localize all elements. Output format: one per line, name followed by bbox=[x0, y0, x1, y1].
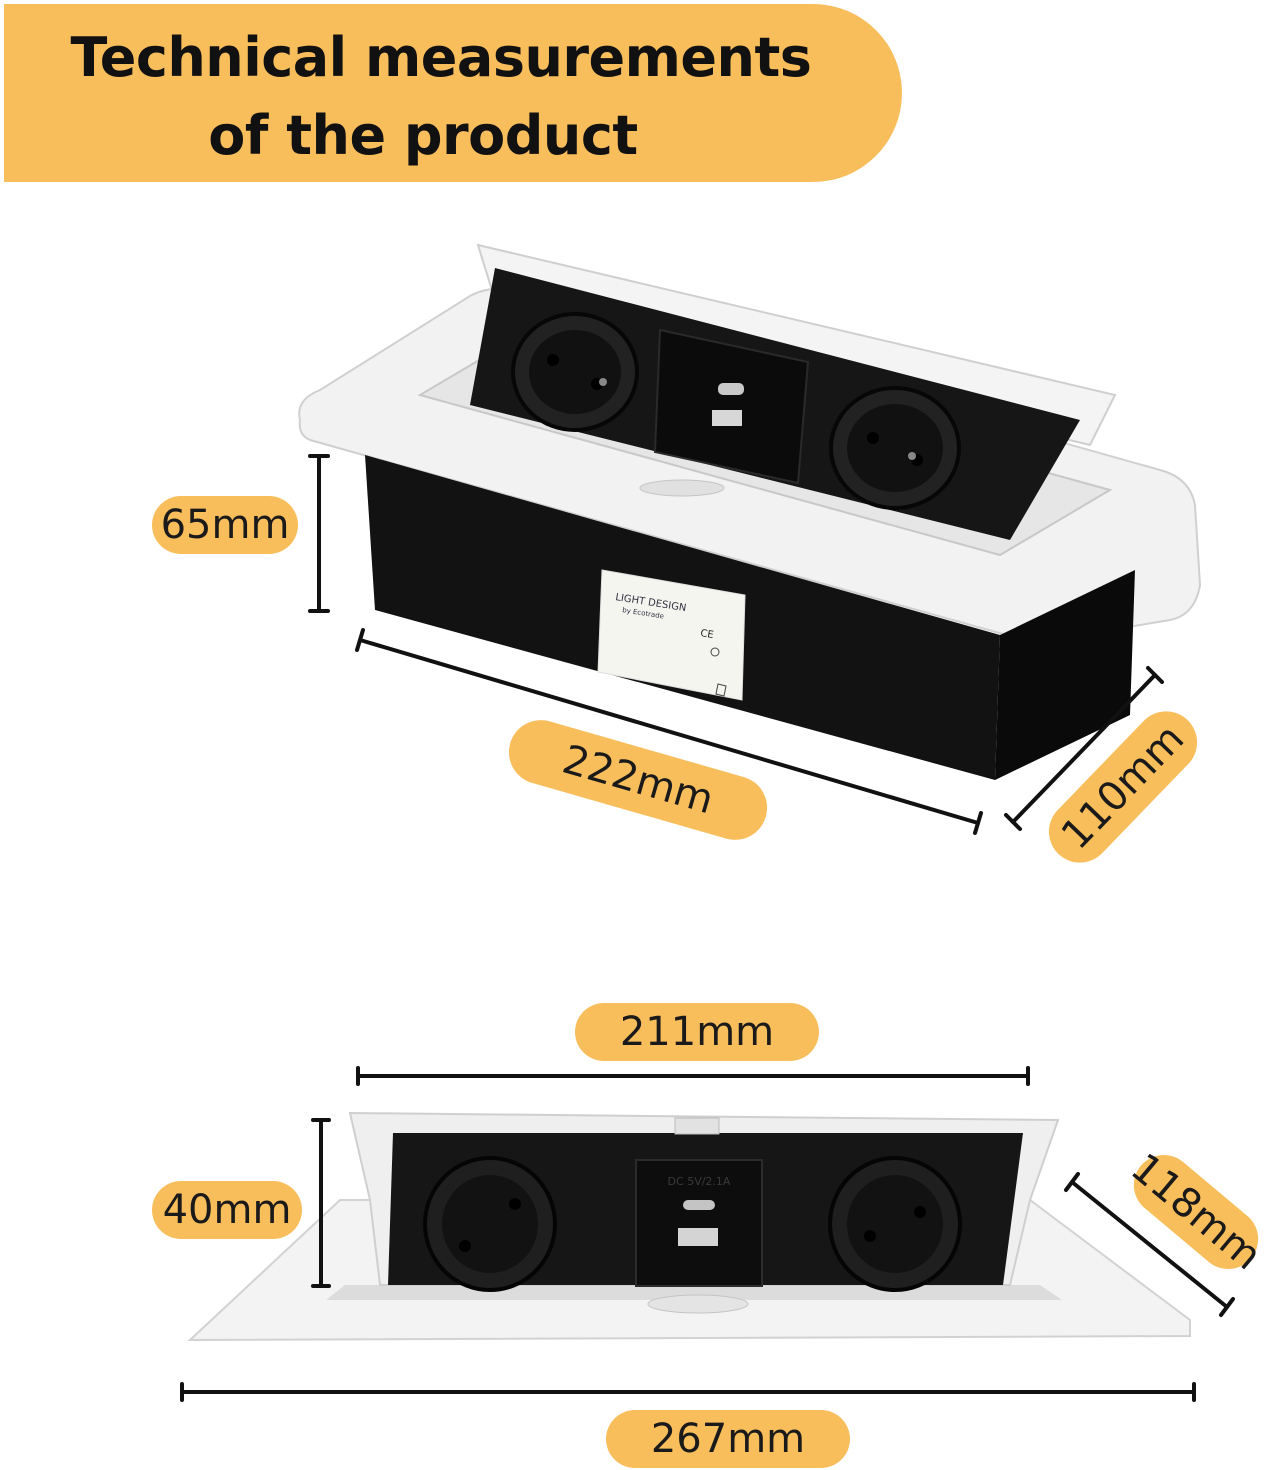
rohs-icon bbox=[710, 647, 720, 657]
ce-mark-icon: CE bbox=[700, 628, 715, 641]
weee-bin-icon bbox=[715, 683, 727, 697]
title-line-2: of the product bbox=[208, 104, 638, 167]
title-line-1: Technical measurements bbox=[70, 26, 812, 89]
dimension-lines-top bbox=[308, 454, 1164, 835]
dimension-lines-bottom bbox=[180, 1066, 1235, 1402]
outer-width-label-267: 267mm bbox=[606, 1410, 850, 1468]
front-view: DC 5V/2.1A bbox=[180, 1066, 1235, 1402]
open-box-view: LIGHT DESIGN by Ecotrade CE bbox=[298, 243, 1202, 835]
usb-rating-label: DC 5V/2.1A bbox=[668, 1175, 731, 1188]
height-label-40: 40mm bbox=[152, 1181, 302, 1239]
inner-width-label-211: 211mm bbox=[575, 1003, 819, 1061]
title-banner: Technical measurements of the product bbox=[4, 4, 902, 182]
height-label-65: 65mm bbox=[152, 496, 298, 554]
